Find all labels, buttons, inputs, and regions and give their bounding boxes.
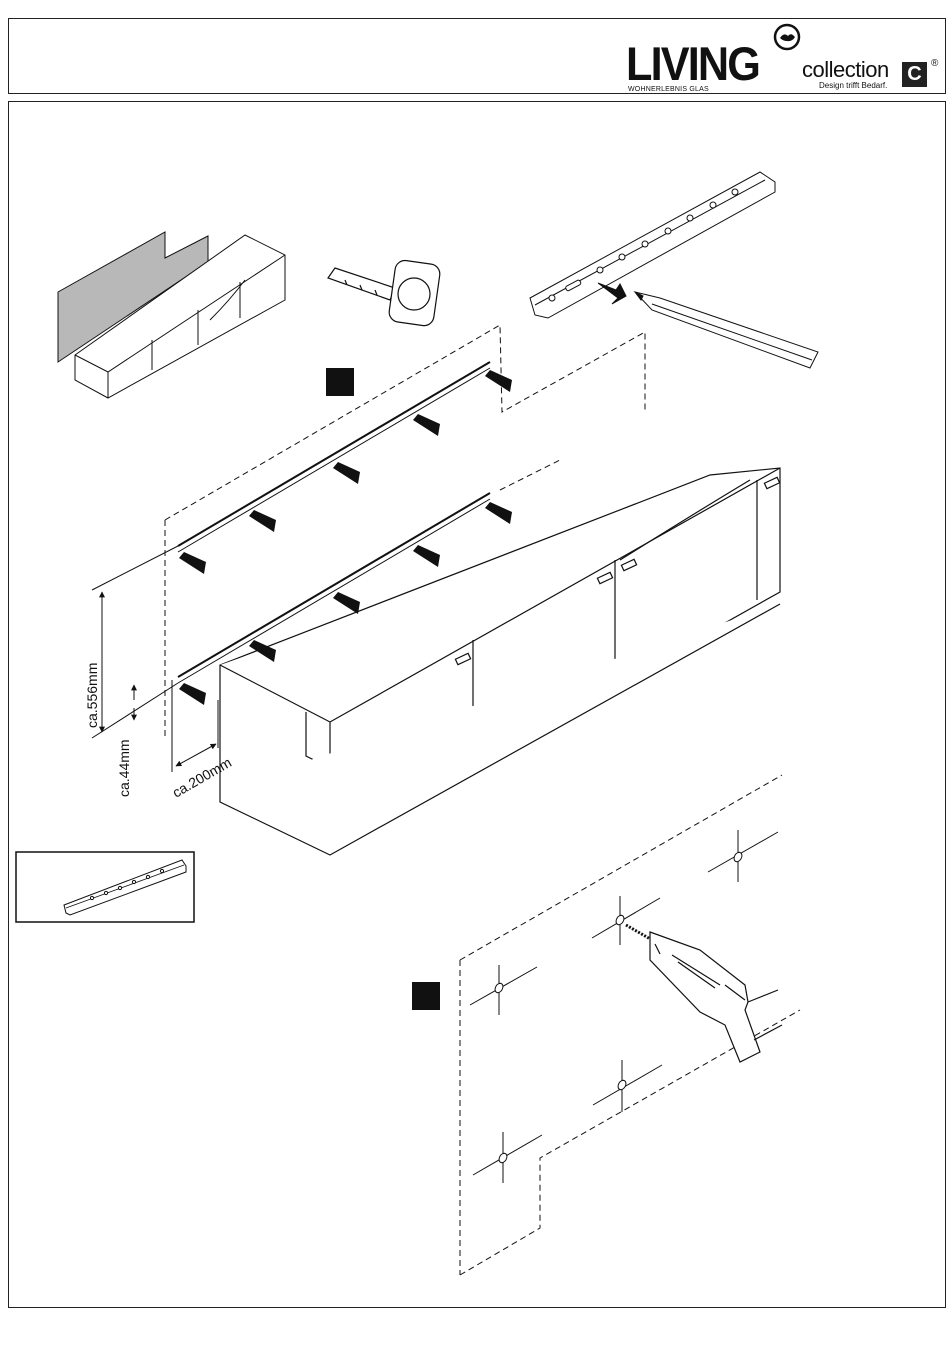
drill-icon <box>626 925 782 1062</box>
dimension-lines <box>92 546 218 772</box>
main-sideboard <box>220 468 780 855</box>
step-marker-icon <box>412 982 440 1010</box>
rail-detail-inset <box>16 852 194 922</box>
dimension-height-label: ca.556mm <box>84 663 100 728</box>
tape-measure-icon <box>328 259 441 327</box>
dimension-offset-label: ca.44mm <box>116 739 132 797</box>
step-marker-icon <box>326 368 354 396</box>
pencil-icon <box>635 292 818 368</box>
overview-sideboard <box>58 232 285 398</box>
